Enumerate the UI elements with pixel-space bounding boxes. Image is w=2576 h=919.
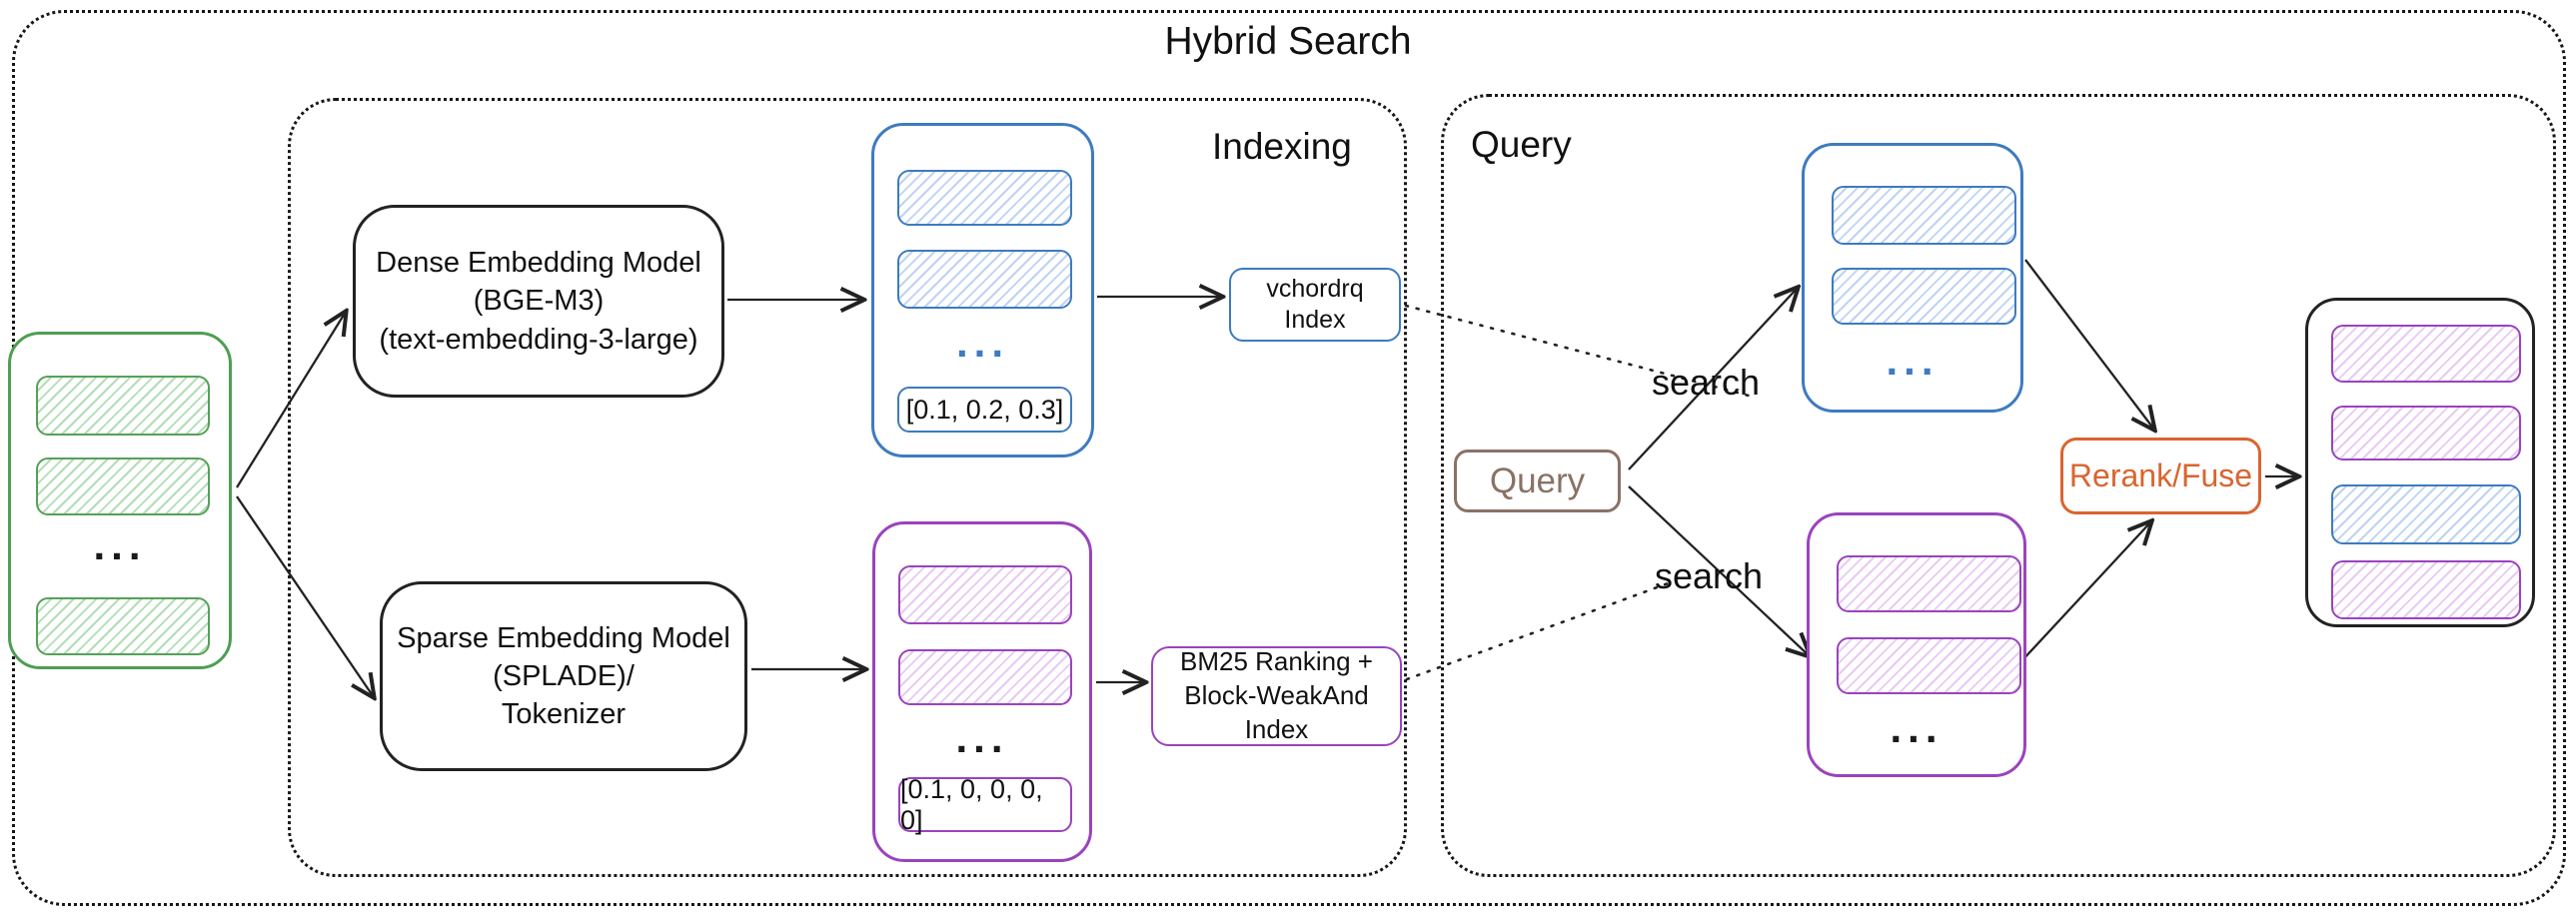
arrow-query-to-sparse-results bbox=[1628, 485, 1810, 656]
query-dense-results-stack: ... bbox=[1802, 143, 2023, 413]
sparse-embedding-model-label: Sparse Embedding Model (SPLADE)/ Tokeniz… bbox=[397, 621, 730, 731]
vchordrq-index-node: vchordrq Index bbox=[1229, 268, 1401, 342]
ellipsis: ... bbox=[1890, 704, 1943, 751]
query-node: Query bbox=[1454, 450, 1621, 512]
embedding-row bbox=[898, 649, 1072, 705]
result-row-dense bbox=[2331, 484, 2521, 544]
result-row-sparse bbox=[2331, 406, 2521, 460]
dense-embedding-model-node: Dense Embedding Model (BGE-M3) (text-emb… bbox=[353, 205, 724, 398]
dotted-dense-index-to-search bbox=[1404, 304, 1751, 398]
query-section-label: Query bbox=[1471, 124, 1572, 165]
bm25-index-label: BM25 Ranking + Block-WeakAnd Index bbox=[1180, 646, 1373, 744]
dense-vectors-stack: ... [0.1, 0.2, 0.3] bbox=[871, 123, 1094, 458]
diagram-title: Hybrid Search bbox=[1164, 20, 1412, 63]
embedding-row bbox=[897, 250, 1072, 309]
dense-embedding-model-label: Dense Embedding Model (BGE-M3) (text-emb… bbox=[376, 247, 701, 356]
ellipsis: ... bbox=[955, 714, 1009, 761]
indexing-section-container bbox=[288, 98, 1407, 877]
arrow-sparse-results-to-rerank bbox=[2020, 521, 2151, 662]
fused-results-stack bbox=[2305, 298, 2535, 627]
indexing-section-label: Indexing bbox=[1212, 126, 1352, 167]
documents-stack: ... bbox=[8, 332, 232, 669]
embedding-row bbox=[1832, 268, 2016, 325]
document-row bbox=[36, 597, 210, 655]
embedding-row bbox=[1832, 186, 2016, 245]
embedding-row bbox=[1837, 555, 2021, 612]
search-label-dense: search bbox=[1652, 362, 1761, 403]
ellipsis: ... bbox=[93, 521, 147, 568]
arrow-dense-results-to-rerank bbox=[2024, 259, 2154, 430]
dotted-sparse-index-to-search bbox=[1405, 580, 1673, 681]
document-row bbox=[36, 376, 210, 436]
result-row-sparse bbox=[2331, 560, 2521, 619]
result-row-sparse bbox=[2331, 325, 2521, 383]
sparse-vectors-stack: ... [0.1, 0, 0, 0, 0] bbox=[872, 521, 1092, 862]
embedding-row bbox=[897, 170, 1072, 226]
arrow-docs-to-dense-model bbox=[236, 312, 346, 488]
ellipsis: ... bbox=[955, 319, 1009, 366]
sparse-embedding-model-node: Sparse Embedding Model (SPLADE)/ Tokeniz… bbox=[380, 581, 747, 771]
query-sparse-results-stack: ... bbox=[1807, 512, 2026, 777]
arrow-query-to-dense-results bbox=[1628, 288, 1798, 470]
ellipsis: ... bbox=[1886, 337, 1939, 384]
sparse-vector-sample: [0.1, 0, 0, 0, 0] bbox=[898, 774, 1072, 835]
embedding-row bbox=[1837, 637, 2021, 694]
embedding-row bbox=[898, 565, 1072, 624]
vchordrq-index-label: vchordrq Index bbox=[1266, 274, 1364, 334]
arrow-docs-to-sparse-model bbox=[236, 495, 374, 697]
search-label-sparse: search bbox=[1655, 555, 1764, 596]
rerank-fuse-node: Rerank/Fuse bbox=[2060, 438, 2261, 514]
document-row bbox=[36, 458, 210, 515]
dense-vector-sample: [0.1, 0.2, 0.3] bbox=[897, 387, 1072, 433]
bm25-index-node: BM25 Ranking + Block-WeakAnd Index bbox=[1151, 646, 1402, 746]
query-section-container bbox=[1441, 94, 2556, 877]
